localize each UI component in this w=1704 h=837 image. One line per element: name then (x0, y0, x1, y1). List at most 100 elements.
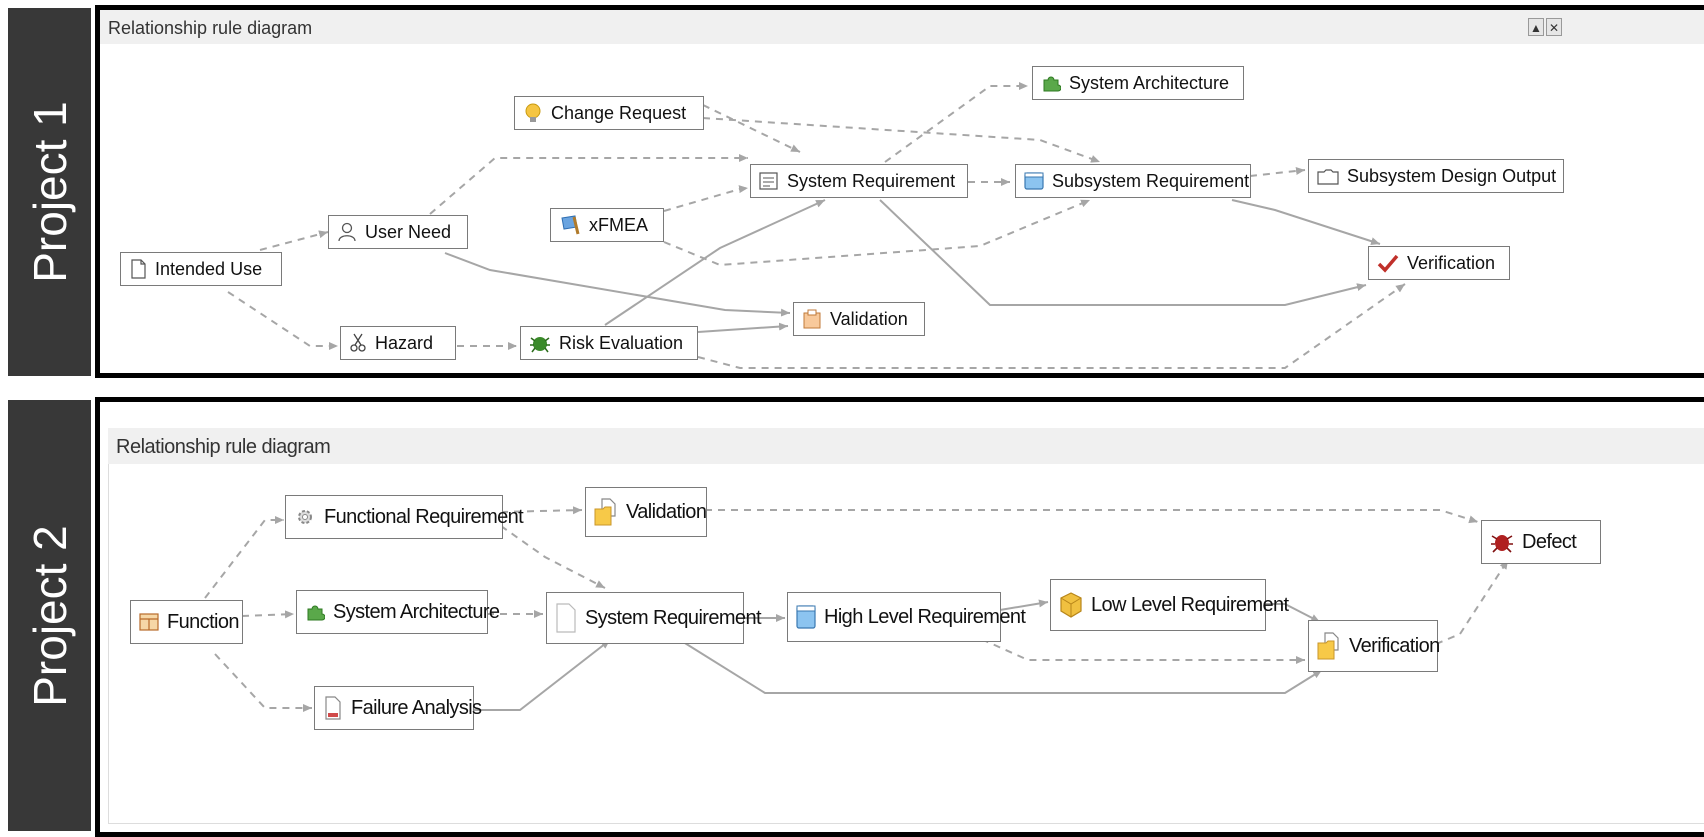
node-system-architecture[interactable]: System Architecture (1032, 66, 1244, 100)
node-validation[interactable]: Validation (585, 487, 707, 537)
edge-sysreq-verif (679, 639, 1323, 694)
node-label: High Level Requirement (824, 605, 1026, 628)
checkmark-icon (1377, 254, 1399, 273)
function-icon (139, 613, 159, 631)
node-subsystem-requirement[interactable]: Subsystem Requirement (1015, 164, 1251, 198)
node-risk-evaluation[interactable]: Risk Evaluation (520, 326, 698, 360)
lightbulb-icon (525, 103, 541, 122)
node-low-level-requirement[interactable]: Low Level Requirement (1050, 579, 1289, 631)
node-label: System Requirement (585, 606, 762, 629)
node-label: Verification (1407, 252, 1496, 273)
folder-doc-icon (1317, 632, 1339, 660)
node-failure-analysis[interactable]: Failure Analysis (314, 686, 482, 730)
node-label: Subsystem Requirement (1052, 170, 1250, 191)
node-verification[interactable]: Verification (1308, 620, 1440, 672)
form-icon (759, 172, 778, 190)
node-label: System Requirement (787, 170, 956, 191)
package-icon (1060, 592, 1082, 618)
project-1-side-label: Project 1 (8, 8, 91, 376)
node-functional-requirement[interactable]: Functional Requirement (285, 495, 524, 539)
edge-change-subsys (702, 117, 1101, 163)
puzzle-icon (1043, 76, 1061, 92)
maximize-button[interactable]: ▲ (1528, 18, 1544, 36)
user-icon (338, 222, 356, 242)
flag-icon (561, 215, 580, 235)
node-validation[interactable]: Validation (793, 302, 925, 336)
node-hazard[interactable]: Hazard (340, 326, 456, 360)
edge-xfmea-sysreq (663, 185, 749, 212)
node-label: System Architecture (333, 600, 500, 623)
node-label: Defect (1522, 530, 1577, 553)
edge-change-sysreq (702, 104, 801, 153)
edge-hlr-llr (999, 599, 1049, 611)
edge-function-arch (241, 610, 295, 619)
close-button[interactable]: ✕ (1546, 18, 1562, 36)
edge-llr-verif (1263, 603, 1321, 623)
node-xfmea[interactable]: xFMEA (550, 208, 664, 242)
node-label: xFMEA (589, 214, 649, 235)
node-label: Low Level Requirement (1091, 593, 1289, 616)
edge-userneed-sysreq (429, 154, 748, 215)
project-1-label: Project 1 (23, 101, 76, 283)
clipboard-icon (803, 309, 821, 329)
scissors-icon (350, 333, 366, 352)
node-label: Intended Use (155, 258, 263, 279)
edge-subsys-verif (1231, 199, 1381, 246)
node-label: Subsystem Design Output (1347, 165, 1557, 186)
node-label: Change Request (551, 102, 687, 123)
edge-xfmea-subsys (663, 199, 1091, 267)
edge-function-funcreq (204, 516, 284, 599)
edge-verif-defect (1435, 559, 1509, 645)
node-label: Functional Requirement (324, 505, 524, 528)
project-2-panel: Relationship rule diagram (95, 397, 1704, 837)
panel-title: Relationship rule diagram (116, 436, 331, 458)
node-label: User Need (365, 221, 452, 242)
edge-funcreq-validation (500, 506, 583, 515)
node-subsystem-design-output[interactable]: Subsystem Design Output (1308, 159, 1564, 193)
node-label: Validation (830, 308, 908, 329)
node-label: Validation (626, 500, 707, 523)
node-label: Failure Analysis (351, 696, 482, 719)
node-defect[interactable]: Defect (1481, 520, 1601, 564)
edge-hlr-verif (969, 633, 1305, 664)
node-user-need[interactable]: User Need (328, 215, 468, 249)
node-system-requirement[interactable]: System Requirement (750, 164, 968, 198)
panel-title-bar: Relationship rule diagram ▲ ✕ (100, 10, 1704, 44)
edge-funcreq-sysreq (500, 525, 606, 589)
node-system-requirement[interactable]: System Requirement (546, 592, 762, 644)
edge-sysreq-verif (879, 199, 1367, 306)
node-system-architecture[interactable]: System Architecture (296, 590, 500, 634)
edge-userneed-validation (444, 252, 791, 317)
node-label: Function (167, 610, 240, 633)
window-icon (1024, 172, 1044, 190)
node-label: Verification (1349, 634, 1440, 657)
node-intended-use[interactable]: Intended Use (120, 252, 282, 286)
node-change-request[interactable]: Change Request (514, 96, 704, 130)
edge-risk-validation (697, 322, 789, 333)
node-label: Risk Evaluation (559, 332, 684, 353)
project-2-edges (204, 506, 1509, 712)
node-high-level-requirement[interactable]: High Level Requirement (787, 592, 1026, 642)
edge-intended-user (259, 230, 329, 251)
edge-risk-verif (697, 283, 1406, 369)
edge-intended-hazard (227, 291, 338, 350)
edge-subsys-design (1249, 166, 1306, 177)
project-1-panel: Relationship rule diagram ▲ ✕ (95, 5, 1704, 378)
document-icon (556, 603, 576, 633)
node-verification[interactable]: Verification (1368, 246, 1510, 280)
document-icon (131, 259, 146, 279)
node-label: Hazard (375, 332, 434, 353)
bug-icon (530, 337, 550, 353)
folder-icon (1317, 169, 1339, 185)
edge-function-failure (214, 653, 312, 712)
puzzle-icon (307, 605, 325, 621)
project-2-side-label: Project 2 (8, 400, 91, 831)
edge-sysreq-arch (884, 82, 1028, 163)
edge-risk-sysreq (604, 199, 826, 326)
window-icon (796, 605, 816, 629)
project-2-label: Project 2 (23, 524, 76, 707)
node-function[interactable]: Function (130, 600, 243, 644)
panel-title: Relationship rule diagram (108, 18, 313, 38)
folder-doc-icon (594, 498, 616, 526)
gear-icon (298, 510, 312, 524)
